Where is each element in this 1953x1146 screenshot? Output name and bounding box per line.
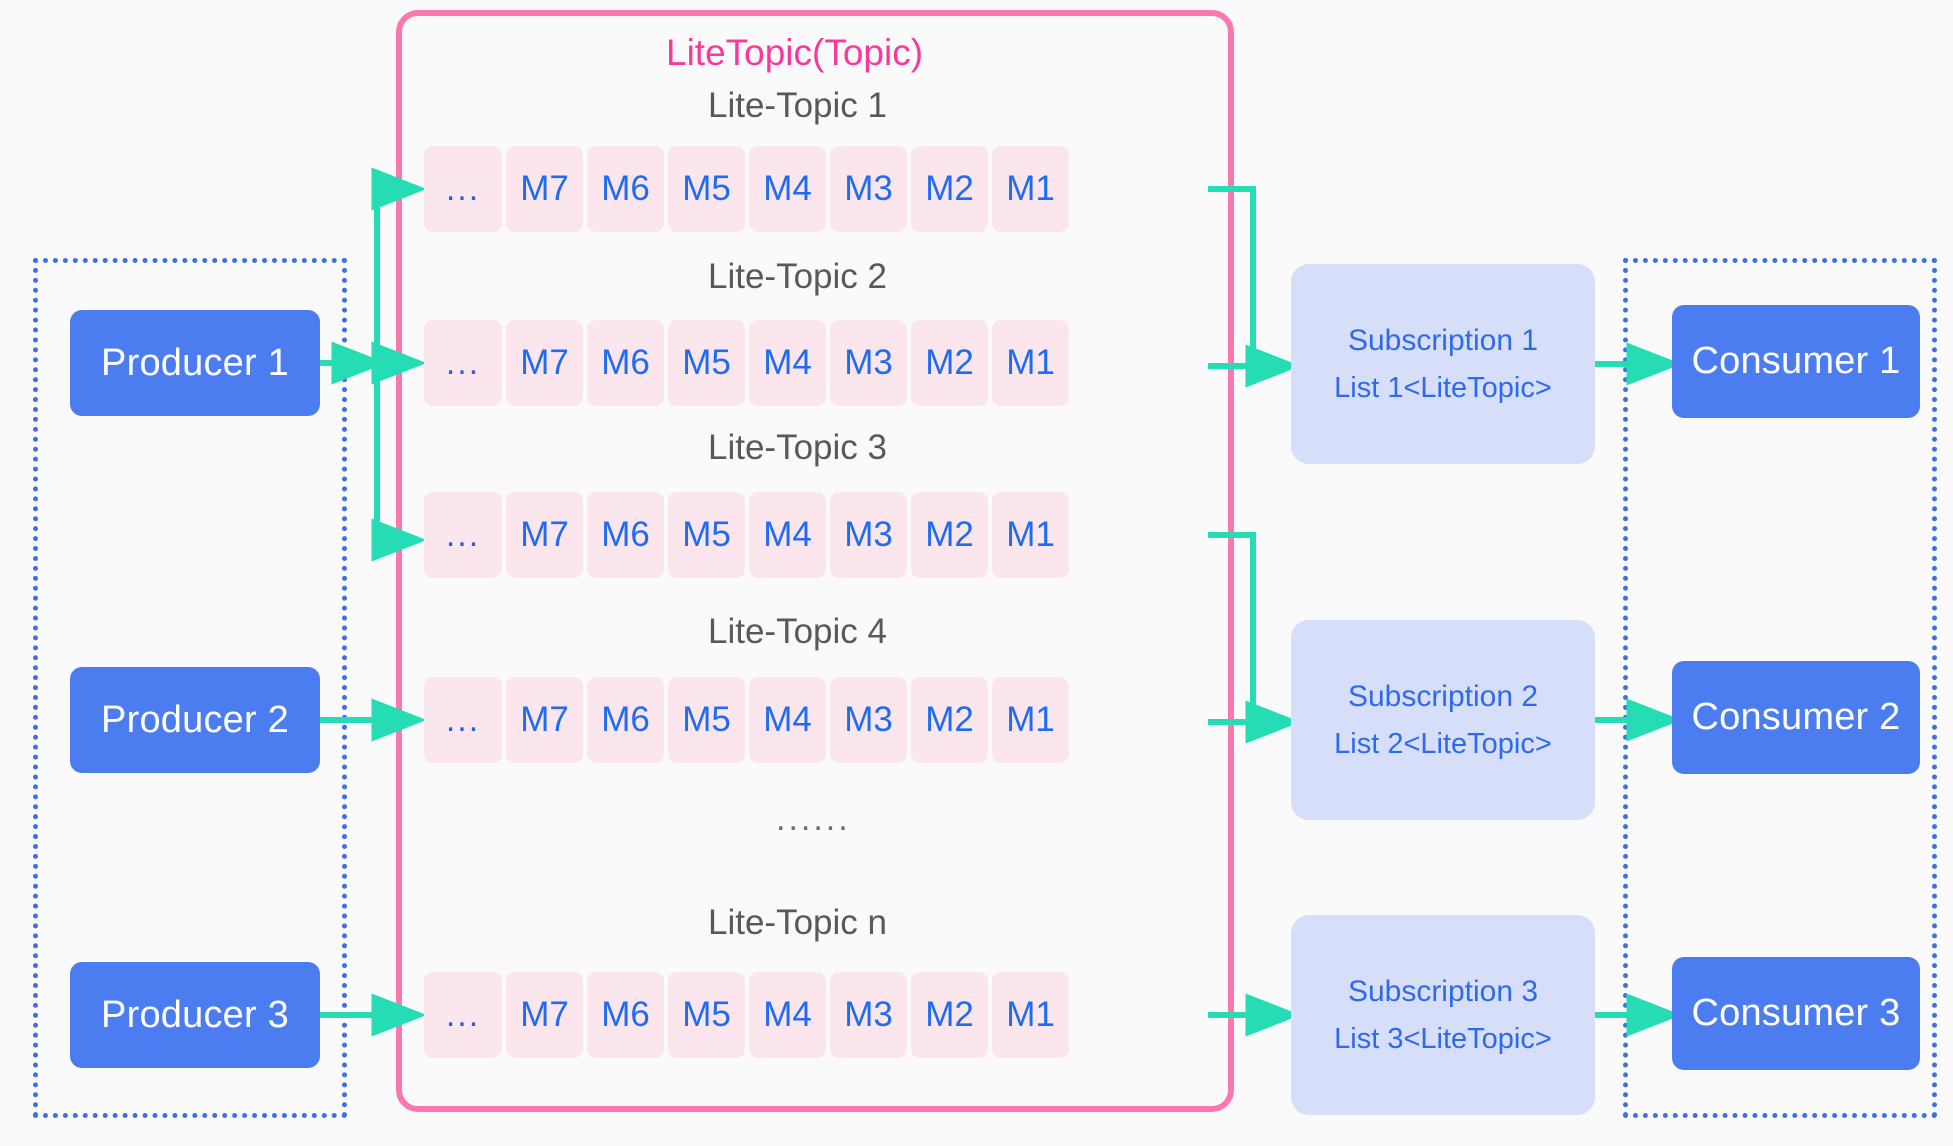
message-cell[interactable]: M6: [587, 492, 664, 578]
subscription-2-box[interactable]: Subscription 2 List 2<LiteTopic>: [1291, 620, 1595, 820]
message-cell[interactable]: M3: [830, 972, 907, 1058]
message-cell[interactable]: M7: [506, 492, 583, 578]
subscription-3-title: Subscription 3: [1347, 974, 1539, 1008]
message-cell[interactable]: M4: [749, 972, 826, 1058]
message-cell[interactable]: M7: [506, 146, 583, 232]
rows-ellipsis: ......: [776, 800, 851, 838]
subscription-2-title: Subscription 2: [1347, 679, 1539, 713]
message-cell[interactable]: ...: [424, 677, 502, 763]
message-cell[interactable]: M1: [992, 677, 1069, 763]
message-cell[interactable]: M2: [911, 146, 988, 232]
message-cell[interactable]: M5: [668, 146, 745, 232]
message-cell[interactable]: M5: [668, 320, 745, 406]
message-cell[interactable]: M3: [830, 492, 907, 578]
subscription-2-list: List 2<LiteTopic>: [1334, 727, 1552, 760]
message-cell[interactable]: ...: [424, 146, 502, 232]
message-cell[interactable]: M7: [506, 320, 583, 406]
message-cell[interactable]: M2: [911, 492, 988, 578]
subscription-1-title: Subscription 1: [1347, 323, 1539, 357]
consumers-group-box: [1623, 258, 1937, 1118]
message-cell[interactable]: M5: [668, 492, 745, 578]
message-row-3: ... M7 M6 M5 M4 M3 M2 M1: [424, 492, 1069, 578]
message-cell[interactable]: M6: [587, 146, 664, 232]
message-cell[interactable]: M6: [587, 677, 664, 763]
message-cell[interactable]: M3: [830, 146, 907, 232]
producer-1-node[interactable]: Producer 1: [70, 310, 320, 416]
message-cell[interactable]: M4: [749, 677, 826, 763]
message-row-1: ... M7 M6 M5 M4 M3 M2 M1: [424, 146, 1069, 232]
message-cell[interactable]: M6: [587, 320, 664, 406]
consumer-3-node[interactable]: Consumer 3: [1672, 957, 1920, 1070]
message-cell[interactable]: M1: [992, 492, 1069, 578]
message-row-4: ... M7 M6 M5 M4 M3 M2 M1: [424, 677, 1069, 763]
row-label-litetopic-2: Lite-Topic 2: [708, 257, 887, 296]
row-label-litetopic-n: Lite-Topic n: [708, 903, 887, 942]
message-cell[interactable]: M1: [992, 146, 1069, 232]
message-cell[interactable]: M2: [911, 320, 988, 406]
message-cell[interactable]: ...: [424, 492, 502, 578]
message-cell[interactable]: M3: [830, 320, 907, 406]
message-cell[interactable]: M5: [668, 972, 745, 1058]
subscription-1-box[interactable]: Subscription 1 List 1<LiteTopic>: [1291, 264, 1595, 464]
message-cell[interactable]: M7: [506, 677, 583, 763]
message-cell[interactable]: M1: [992, 972, 1069, 1058]
edge-litetopic3-sub2: [1208, 532, 1256, 722]
message-cell[interactable]: ...: [424, 320, 502, 406]
message-cell[interactable]: M6: [587, 972, 664, 1058]
row-label-litetopic-3: Lite-Topic 3: [708, 428, 887, 467]
row-label-litetopic-4: Lite-Topic 4: [708, 612, 887, 651]
producer-3-node[interactable]: Producer 3: [70, 962, 320, 1068]
subscription-3-box[interactable]: Subscription 3 List 3<LiteTopic>: [1291, 915, 1595, 1115]
consumer-1-node[interactable]: Consumer 1: [1672, 305, 1920, 418]
message-cell[interactable]: M4: [749, 146, 826, 232]
producer-2-node[interactable]: Producer 2: [70, 667, 320, 773]
message-cell[interactable]: M3: [830, 677, 907, 763]
consumer-2-node[interactable]: Consumer 2: [1672, 661, 1920, 774]
message-row-2: ... M7 M6 M5 M4 M3 M2 M1: [424, 320, 1069, 406]
producers-group-box: [33, 258, 347, 1118]
edge-litetopic1-sub1: [1208, 186, 1256, 366]
message-cell[interactable]: M2: [911, 677, 988, 763]
subscription-3-list: List 3<LiteTopic>: [1334, 1022, 1552, 1055]
message-cell[interactable]: M1: [992, 320, 1069, 406]
row-label-litetopic-1: Lite-Topic 1: [708, 86, 887, 125]
message-cell[interactable]: M5: [668, 677, 745, 763]
message-row-n: ... M7 M6 M5 M4 M3 M2 M1: [424, 972, 1069, 1058]
message-cell[interactable]: M7: [506, 972, 583, 1058]
litetopic-title: LiteTopic(Topic): [666, 32, 924, 73]
message-cell[interactable]: M2: [911, 972, 988, 1058]
subscription-1-list: List 1<LiteTopic>: [1334, 371, 1552, 404]
message-cell[interactable]: M4: [749, 492, 826, 578]
message-cell[interactable]: ...: [424, 972, 502, 1058]
message-cell[interactable]: M4: [749, 320, 826, 406]
